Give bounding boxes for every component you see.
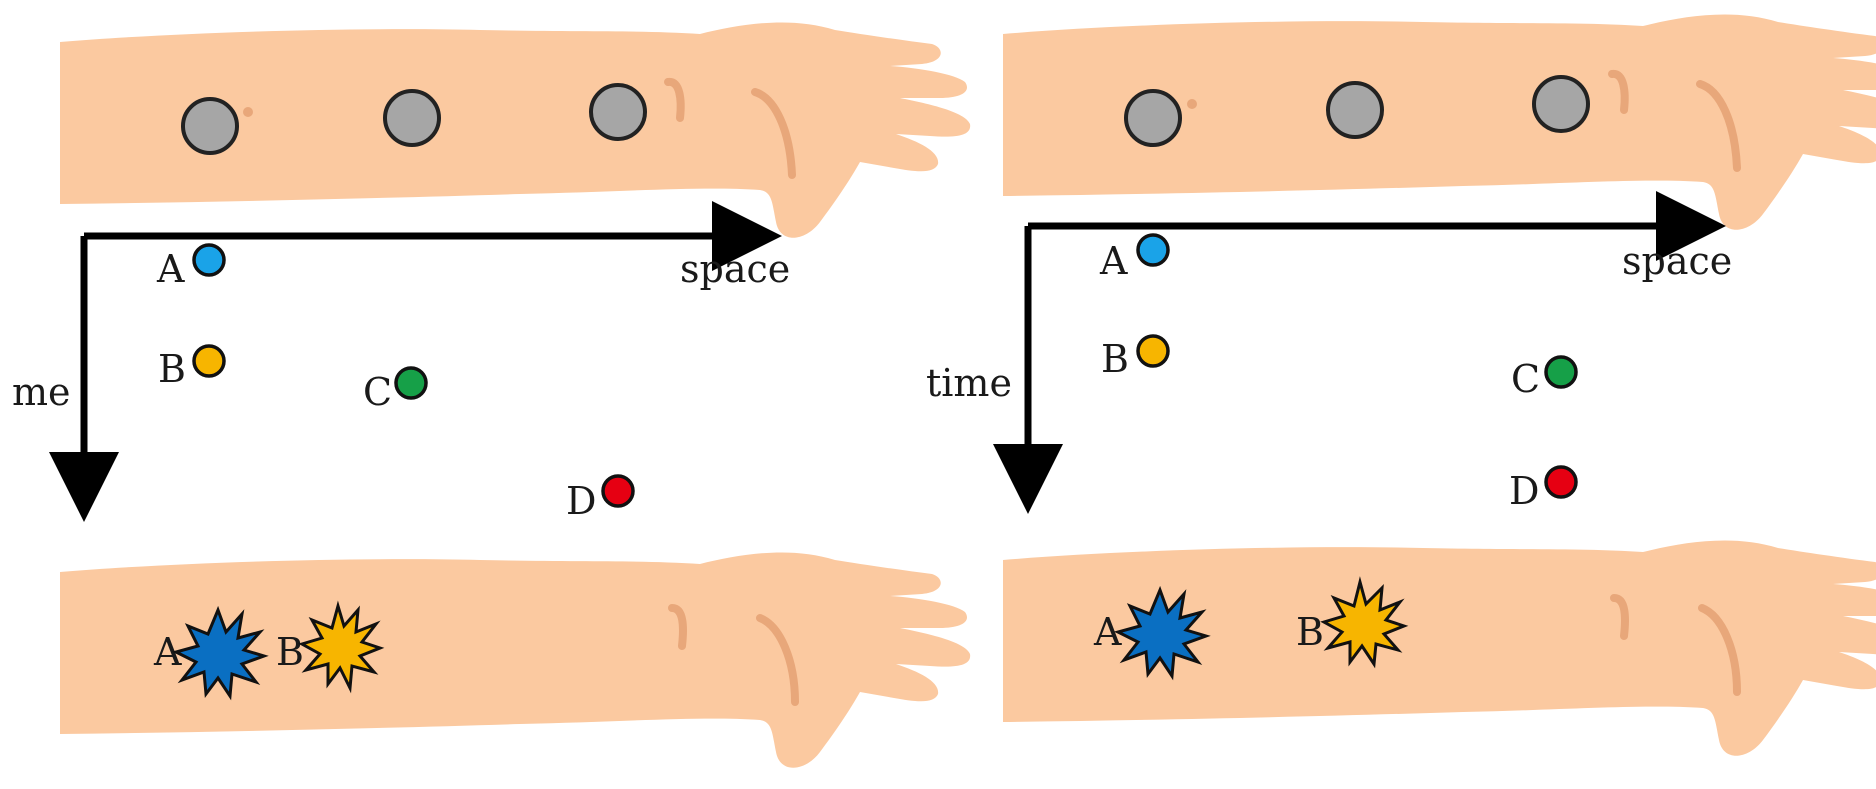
burst-star — [1113, 585, 1211, 681]
event-points-right: A B C D — [1099, 233, 1578, 513]
point-a: A — [156, 243, 226, 291]
point-b: B — [1101, 334, 1170, 381]
point-label: D — [566, 479, 596, 523]
x-axis-label: space — [1622, 239, 1732, 283]
sensor-1 — [1124, 89, 1182, 147]
burst-a: A — [153, 605, 269, 701]
point-label: C — [363, 370, 392, 414]
bottom-forearm-left — [60, 552, 971, 768]
burst-b: B — [276, 600, 385, 694]
burst-b: B — [1296, 576, 1409, 669]
event-points-left: A B C D — [156, 243, 635, 523]
activation-bursts-right: A B — [1093, 576, 1409, 681]
point-b: B — [158, 344, 226, 391]
activation-bursts-left: A B — [153, 600, 385, 701]
y-axis-label: time — [926, 361, 1012, 405]
x-axis-label: space — [680, 247, 790, 291]
axes-left: space me — [12, 201, 790, 522]
point-label: B — [1101, 337, 1129, 381]
left-panel: space me A B C D — [12, 22, 971, 768]
sensor-electrodes-right — [1124, 75, 1590, 147]
point-marker — [601, 474, 635, 508]
point-c: C — [1511, 355, 1578, 401]
point-label: A — [156, 247, 185, 291]
burst-star — [1320, 576, 1409, 669]
point-marker — [1136, 334, 1170, 368]
burst-label: B — [1296, 610, 1324, 654]
point-label: A — [1099, 239, 1128, 283]
point-marker — [394, 366, 428, 400]
point-label: D — [1509, 469, 1539, 513]
y-axis-label: me — [12, 370, 71, 414]
top-forearm-right — [1003, 14, 1876, 230]
point-a: A — [1099, 233, 1170, 283]
burst-a: A — [1093, 585, 1211, 681]
point-d: D — [1509, 465, 1578, 513]
burst-star — [298, 600, 385, 694]
point-marker — [1544, 355, 1578, 389]
point-marker — [1136, 233, 1170, 267]
axes-right: space time — [926, 191, 1732, 514]
right-panel: space time A B C D — [926, 14, 1876, 756]
sensor-electrodes-left — [181, 83, 647, 155]
sensor-2 — [1326, 81, 1384, 139]
sensor-3 — [589, 83, 647, 141]
top-forearm-left — [60, 22, 971, 238]
point-marker — [1544, 465, 1578, 499]
point-label: C — [1511, 357, 1540, 401]
sensor-3 — [1532, 75, 1590, 133]
point-d: D — [566, 474, 635, 523]
burst-star — [171, 605, 269, 701]
burst-label: B — [276, 630, 304, 674]
sensor-1 — [181, 97, 239, 155]
point-label: B — [158, 347, 186, 391]
bottom-forearm-right — [1003, 540, 1876, 756]
point-c: C — [363, 366, 428, 414]
point-marker — [192, 344, 226, 378]
sensor-2 — [383, 89, 441, 147]
point-marker — [192, 243, 226, 277]
